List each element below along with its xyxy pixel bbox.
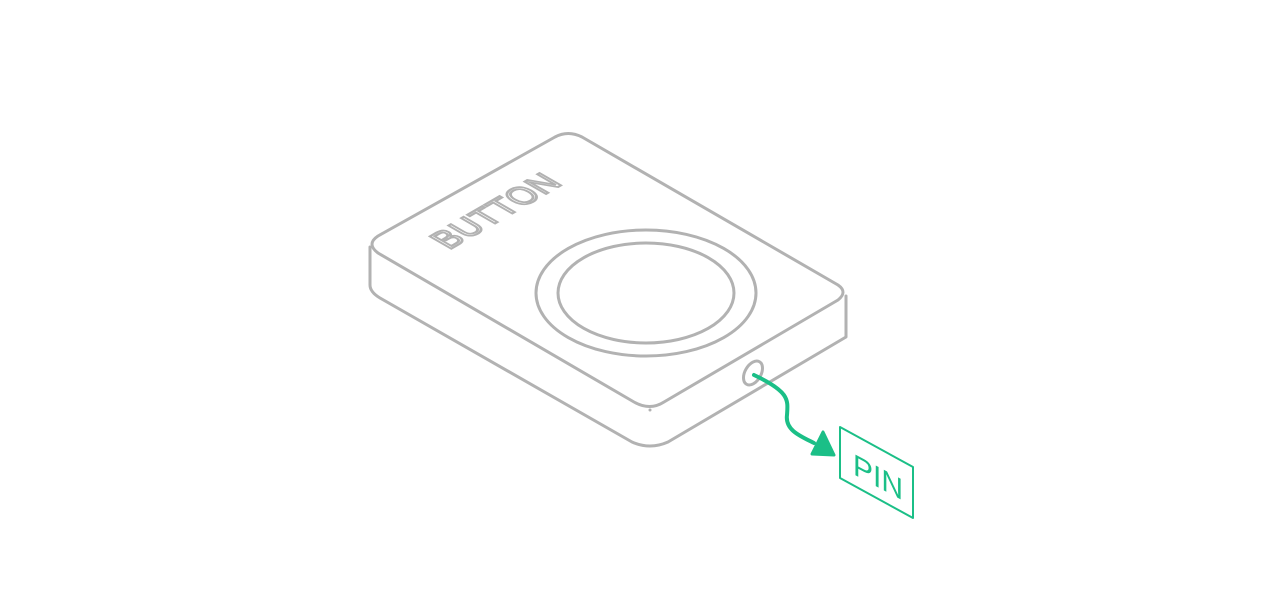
- button-outer-ring: [534, 228, 758, 358]
- pin-hole: [742, 359, 764, 387]
- pin-wire: [752, 373, 816, 445]
- pin-tag-outline: [839, 426, 914, 519]
- device-label: BUTTON: [422, 168, 571, 254]
- arrow-icon: [810, 430, 836, 457]
- device-body: BUTTON: [368, 132, 848, 448]
- device-left-edge: [368, 245, 848, 448]
- pin-connection: [752, 373, 836, 457]
- device-top-face: [370, 132, 845, 408]
- button-inner-ring: [556, 241, 736, 345]
- pin-tag: PIN: [839, 426, 914, 519]
